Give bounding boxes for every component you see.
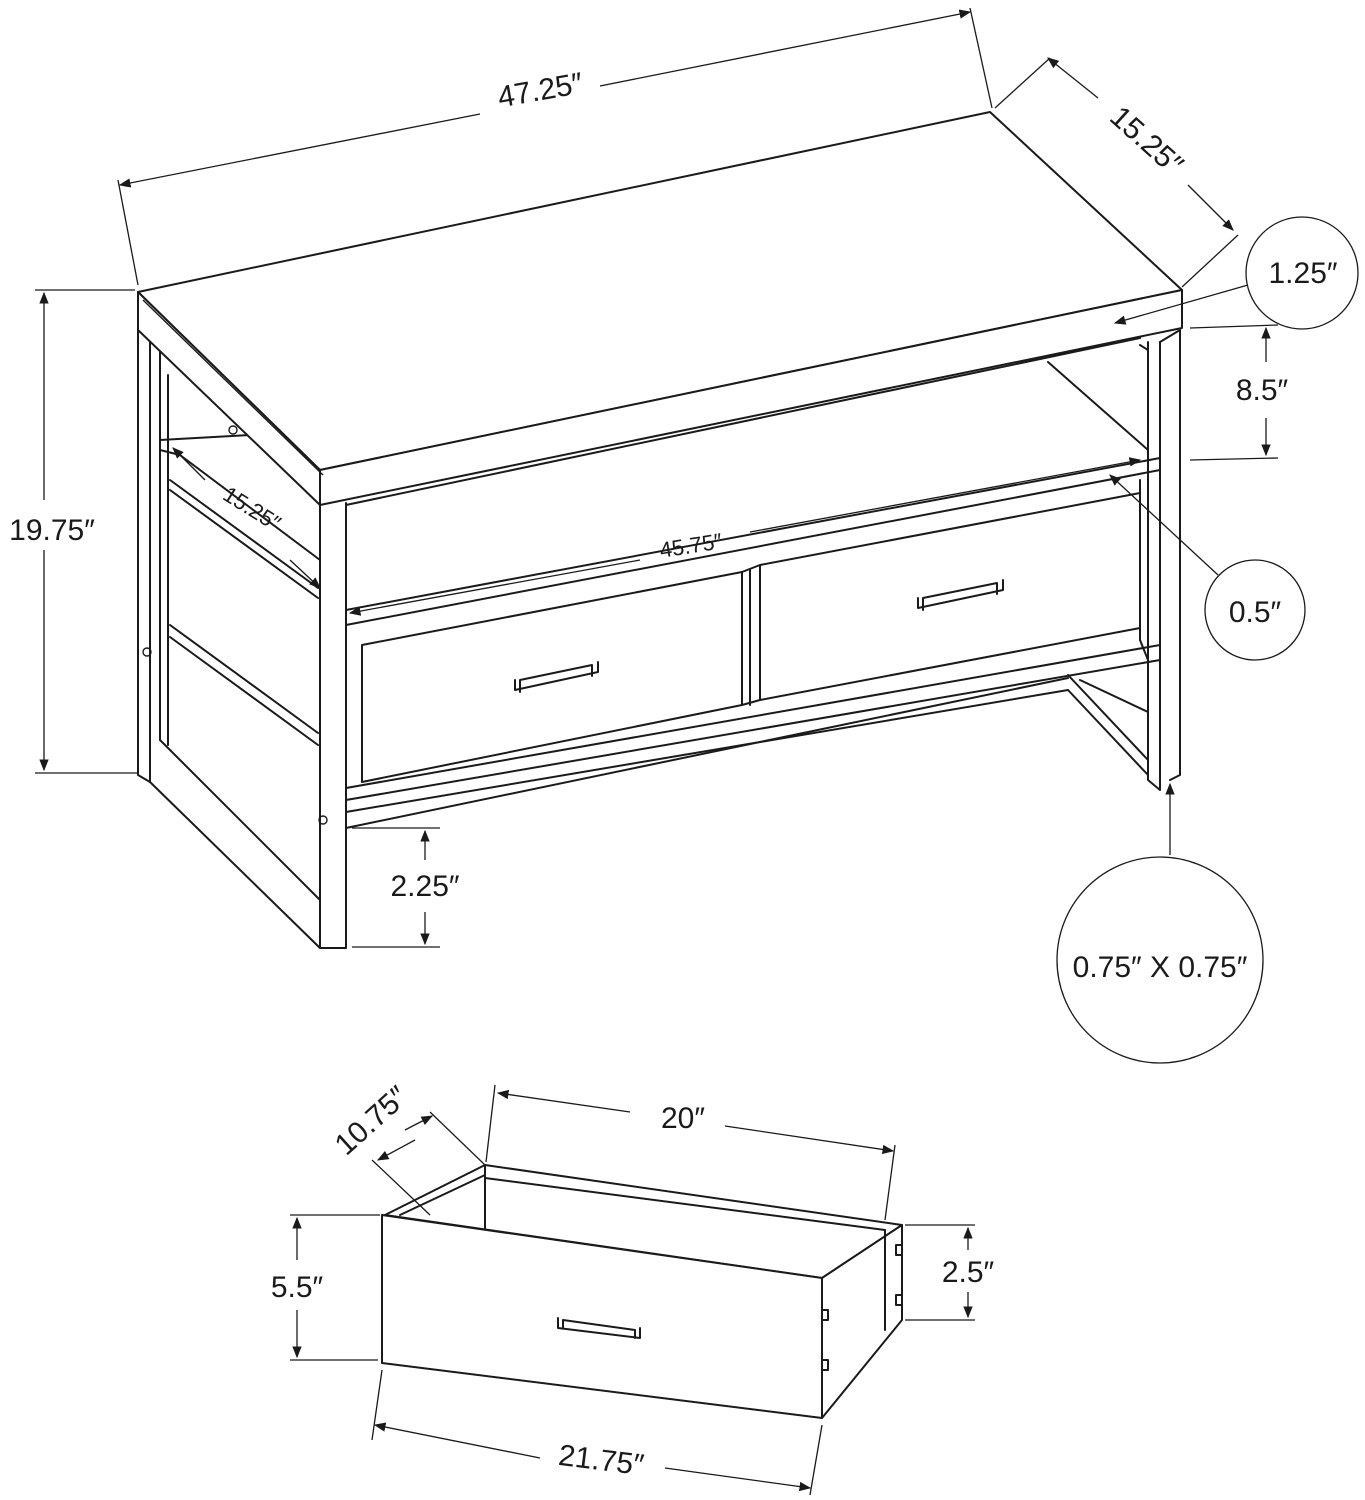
shelf-gap-label: 8.5″ xyxy=(1236,374,1289,407)
floor-clearance-label: 2.25″ xyxy=(390,870,459,903)
top-depth-label: 15.25″ xyxy=(1103,100,1189,182)
coffee-table-drawing xyxy=(137,111,1183,949)
drawer-dimension-lines xyxy=(290,1084,975,1496)
drawer-front-width-label: 21.75″ xyxy=(557,1439,646,1482)
drawer-side-height-label: 2.5″ xyxy=(942,1256,995,1289)
inner-depth-label: 15.25″ xyxy=(219,481,286,536)
shelf-thickness-label: 0.5″ xyxy=(1229,596,1282,629)
top-width-label: 47.25″ xyxy=(495,67,585,114)
drawer-front-height-label: 5.5″ xyxy=(271,1271,324,1304)
leg-size-label: 0.75″ X 0.75″ xyxy=(1073,951,1248,984)
drawer-drawing xyxy=(381,1164,903,1419)
drawer-width-label: 20″ xyxy=(661,1102,705,1135)
total-height-label: 19.75″ xyxy=(9,514,95,547)
top-thickness-label: 1.25″ xyxy=(1268,257,1337,290)
table-dimension-lines xyxy=(35,7,1359,1064)
drawer-depth-label: 10.75″ xyxy=(329,1080,415,1162)
shelf-width-label: 45.75″ xyxy=(658,528,724,563)
